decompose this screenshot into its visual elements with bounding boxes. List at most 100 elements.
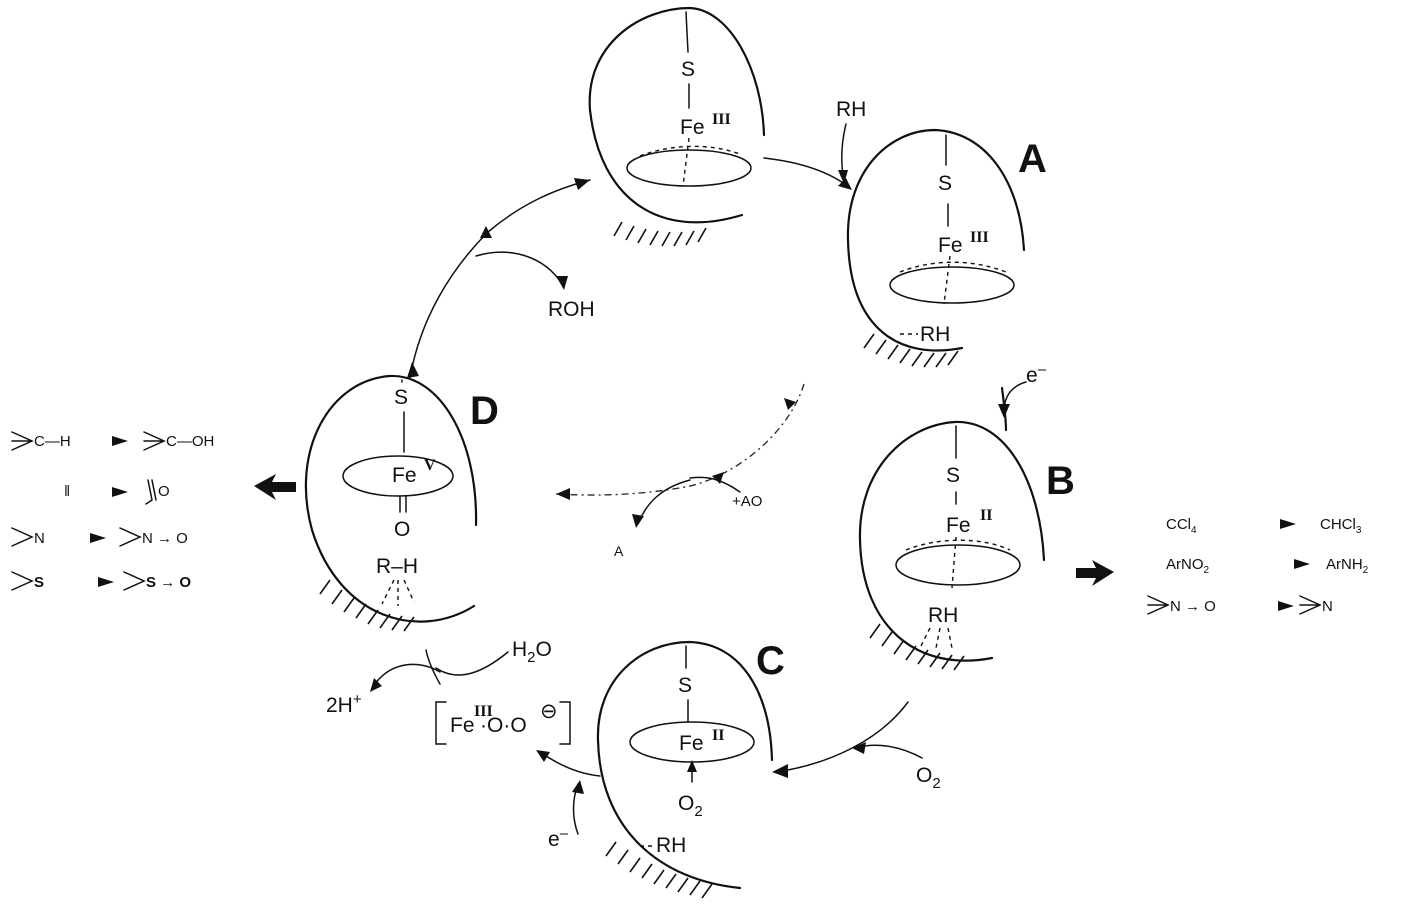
protons-label: 2H+ (326, 691, 362, 717)
arrowhead (370, 678, 382, 692)
oxidant-label: +AO (732, 493, 762, 510)
sulfur-label: S (938, 172, 952, 195)
arrowhead (838, 170, 848, 184)
iron-oxidation-state: II (712, 727, 724, 744)
iron-oxidation-state: II (980, 507, 992, 524)
oxidation-reactions-arrow (254, 474, 296, 500)
cycle-arrows: RH e– O2 e– 2H+ H2O ROH (326, 98, 1047, 851)
reaction-1-to: CHCl3 (1320, 516, 1362, 536)
oxidation-reactions: C—H C—OH ‖ O N N → O S S → O (11, 431, 214, 591)
substrate-label: RH (928, 604, 958, 627)
reaction-2-to: O (158, 483, 170, 500)
iron-label: Fe (938, 234, 963, 257)
electron-1-label: e– (1026, 361, 1047, 387)
oxygen-label: O2 (916, 764, 941, 792)
reaction-2-from: ‖ (64, 483, 70, 500)
ligand-label: O2 (678, 792, 703, 820)
enzyme-state-c: C S Fe II O2 RH (596, 639, 785, 899)
arrow-resting-to-a (763, 157, 851, 189)
protein-outline (304, 374, 478, 623)
sulfide-bonds-icon (11, 571, 34, 591)
oxo-label: O (394, 518, 410, 541)
byproduct-label: A (614, 543, 624, 559)
peroxo-charge: ⊖ (540, 700, 558, 723)
peroxo-intermediate: Fe III ·O·O ⊖ (435, 700, 571, 745)
product-label: ROH (548, 298, 595, 321)
heme-ring (342, 455, 454, 497)
arrowhead (838, 178, 852, 190)
arrowhead (998, 404, 1010, 418)
peroxo-iron: Fe (450, 714, 475, 737)
sulfur-label: S (946, 464, 960, 487)
fe-heme-link (682, 137, 690, 187)
reduction-reactions-arrow (1076, 560, 1114, 586)
reaction-arrow (98, 577, 114, 587)
fe-heme-link (951, 536, 957, 589)
arrowhead (772, 764, 788, 778)
carbon-bonds-icon (11, 431, 34, 451)
arrowhead (536, 750, 550, 762)
heme-ring (626, 149, 752, 187)
arrow-c-to-peroxo (539, 751, 601, 777)
epoxide-icon (145, 479, 157, 505)
reaction-1-from: CCl4 (1166, 516, 1197, 536)
iron-label: Fe (392, 464, 417, 487)
enzyme-state-b: B S Fe II RH (858, 420, 1075, 671)
arrowhead (480, 226, 492, 238)
state-c-label: C (756, 639, 785, 683)
enzyme-state-d: D S Fe V O R–H (304, 374, 499, 632)
arrowhead (556, 488, 570, 500)
sulfide-bonds-icon (123, 571, 146, 591)
heme-back-edge (639, 145, 741, 157)
arrow-peroxo-to-d (425, 649, 441, 685)
iron-oxidation-state: V (424, 457, 436, 474)
fe-heme-link (943, 255, 951, 305)
reaction-3-to: N (1322, 598, 1333, 615)
reaction-arrow (90, 533, 106, 543)
heme-ring (895, 544, 1021, 586)
substrate-label: RH (656, 834, 686, 857)
arrowhead (712, 472, 724, 484)
substrate-links (381, 579, 415, 606)
reaction-arrow (1294, 559, 1310, 569)
arrowhead (407, 362, 419, 378)
water-label: H2O (512, 638, 552, 666)
sulfur-label: S (681, 58, 695, 81)
reaction-arrow (112, 487, 128, 497)
rh-in-label: RH (836, 98, 866, 121)
cys-bond-line (685, 11, 689, 53)
reaction-3-to: N → O (142, 530, 188, 547)
arrow-b-to-c (775, 701, 909, 773)
substrate-label: R–H (376, 555, 418, 578)
reaction-1-to: C—OH (166, 433, 214, 450)
state-a-label: A (1018, 137, 1047, 181)
arrow-o2-in (855, 744, 923, 759)
iron-oxidation-state: III (712, 111, 731, 128)
arrow-protons-in (371, 663, 441, 689)
membrane-hatching (605, 841, 713, 899)
right-bracket (559, 701, 571, 745)
iron-label: Fe (680, 116, 705, 139)
protein-outline (596, 640, 774, 890)
fe-o2-arrowhead (687, 760, 697, 772)
membrane-hatching (319, 579, 415, 632)
reaction-3-from: N (34, 530, 45, 547)
arrowhead (784, 398, 796, 410)
amine-bonds-icon (11, 527, 34, 547)
protein-outline (858, 420, 1046, 662)
reaction-4-to: S → O (146, 574, 191, 591)
heme-ring (889, 266, 1015, 304)
substrate-label: RH (920, 323, 950, 346)
enzyme-state-a: A S Fe III RH (846, 128, 1047, 368)
protein-outline (846, 128, 1026, 352)
peroxo-chain: ·O·O (480, 714, 527, 737)
reaction-3-from: N → O (1170, 598, 1216, 615)
amine-oxide-bonds-icon (1147, 595, 1170, 615)
arrowhead (572, 780, 584, 794)
iron-label: Fe (946, 514, 971, 537)
membrane-hatching (869, 623, 965, 671)
membrane-hatching (863, 333, 959, 368)
reaction-arrow (1280, 519, 1296, 529)
arrowhead (556, 276, 568, 290)
arrowhead (632, 514, 644, 528)
